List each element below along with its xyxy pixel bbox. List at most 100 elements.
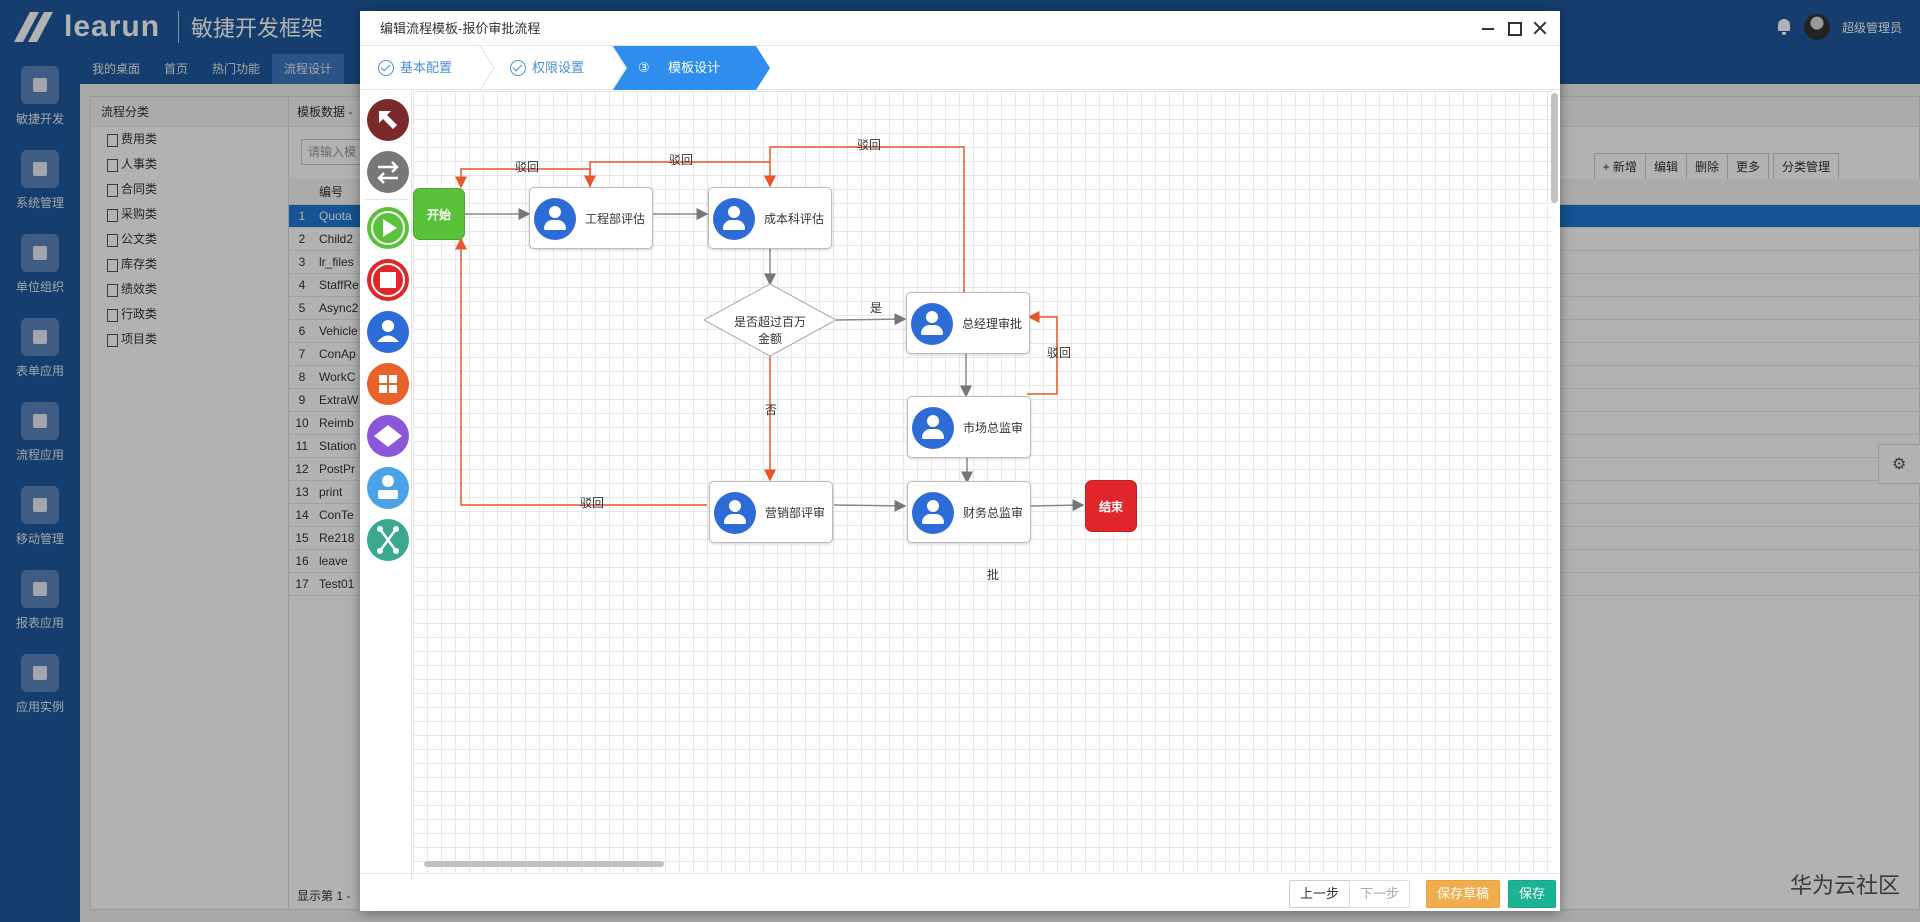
start-node[interactable]: 开始	[413, 188, 465, 240]
node-sales[interactable]: 营销部评审	[709, 481, 833, 543]
edge-sales-fin[interactable]	[833, 499, 907, 512]
palette-divider	[364, 199, 408, 200]
next-button[interactable]: 下一步	[1348, 880, 1410, 908]
row-number: 17	[295, 577, 309, 591]
settings-gear-icon[interactable]	[1878, 444, 1920, 484]
menu-forms[interactable]: 表单应用	[0, 306, 80, 390]
node-gm[interactable]: 总经理审批	[906, 292, 1030, 354]
vertical-scrollbar[interactable]	[1551, 93, 1558, 203]
row-number: 8	[298, 370, 306, 384]
fork-join-icon[interactable]	[367, 519, 409, 561]
category-item[interactable]: 公文类	[91, 227, 361, 252]
edge-label-reject-eng: 驳回	[515, 160, 540, 174]
assign-node-icon[interactable]	[367, 467, 409, 509]
menu-mobile[interactable]: 移动管理	[0, 474, 80, 558]
bell-icon[interactable]	[1776, 18, 1792, 36]
fullscreen-icon[interactable]: ⤢	[1900, 152, 1910, 166]
brand-subtitle: 敏捷开发框架	[178, 11, 323, 43]
row-code: PostPr	[319, 462, 356, 476]
close-icon[interactable]	[1532, 20, 1548, 36]
row-code: Child2	[319, 232, 354, 246]
logo: learun 敏捷开发框架	[14, 10, 323, 44]
start-node-icon[interactable]	[367, 207, 409, 249]
pointer-arrow-icon[interactable]	[367, 99, 409, 141]
category-item[interactable]: 合同类	[91, 177, 361, 202]
node-mkt[interactable]: 市场总监审批	[907, 396, 1031, 497]
step-basic-config[interactable]: 基本配置	[360, 46, 480, 90]
category-item[interactable]: 采购类	[91, 202, 361, 227]
grid-node-icon[interactable]	[367, 363, 409, 405]
nav-tab-hot[interactable]: 热门功能	[212, 62, 261, 76]
row-code: leave	[319, 554, 348, 568]
end-node-icon[interactable]	[367, 259, 409, 301]
save-button[interactable]: 保存	[1507, 880, 1556, 908]
user-node-icon[interactable]	[367, 311, 409, 353]
row-code: Vehicle	[319, 324, 358, 338]
check-circle-icon	[510, 60, 526, 76]
row-code: print	[319, 485, 343, 499]
avatar[interactable]	[1803, 14, 1830, 40]
node-cost[interactable]: 成本科评估	[708, 187, 832, 249]
connector-swap-icon[interactable]	[367, 151, 409, 193]
node-eng[interactable]: 工程部评估	[529, 187, 653, 249]
decision-node-icon[interactable]	[367, 415, 409, 457]
more-button[interactable]: 更多	[1726, 153, 1769, 181]
row-number: 5	[298, 301, 306, 315]
row-code: lr_files	[319, 255, 354, 269]
menu-system[interactable]: 系统管理	[0, 138, 80, 222]
menu-reports[interactable]: 报表应用	[0, 558, 80, 642]
flow-connectors	[455, 146, 1085, 512]
row-code: Quota	[319, 209, 352, 223]
category-item[interactable]: 绩效类	[91, 277, 361, 302]
edge-fin-end[interactable]	[1028, 499, 1085, 512]
row-code: Station	[319, 439, 357, 453]
step-permissions[interactable]: 权限设置	[492, 46, 612, 90]
category-item[interactable]: 行政类	[91, 302, 361, 327]
row-code: Reimb	[319, 416, 354, 430]
edge-mkt-reject[interactable]	[1027, 311, 1058, 395]
flow-canvas[interactable]: 开始 结束 工程部评估 成本科评估 总经理审批 市场总监审批 营销部评审 财务总…	[413, 91, 1553, 873]
save-draft-button[interactable]: 保存草稿	[1425, 880, 1500, 908]
edge-label-reject-cost: 驳回	[669, 153, 694, 167]
category-item[interactable]: 费用类	[91, 127, 361, 152]
category-manage-button[interactable]: 分类管理	[1772, 153, 1839, 181]
nav-tab-flow-design[interactable]: 流程设计	[272, 54, 345, 84]
category-item[interactable]: 项目类	[91, 327, 361, 352]
menu-examples[interactable]: 应用实例	[0, 642, 80, 726]
menu-agile-dev[interactable]: 敏捷开发	[0, 54, 80, 138]
android-icon	[21, 485, 59, 524]
nav-tab-home[interactable]: 首页	[164, 62, 189, 76]
menu-flow[interactable]: 流程应用	[0, 390, 80, 474]
maximize-icon[interactable]	[1506, 20, 1522, 36]
row-code: Async2	[319, 301, 359, 315]
chart-icon	[21, 569, 59, 608]
user-icon	[534, 198, 576, 240]
prev-button[interactable]: 上一步	[1288, 880, 1350, 908]
horizontal-scrollbar[interactable]	[424, 861, 664, 867]
decision-diamond[interactable]	[702, 283, 838, 357]
user-icon	[911, 303, 953, 345]
node-fin[interactable]: 财务总监审批	[907, 481, 1031, 582]
end-node[interactable]: 结束	[1085, 480, 1137, 532]
user-name[interactable]: 超级管理员	[1841, 20, 1902, 35]
edge-decision-gm[interactable]	[835, 313, 907, 326]
edge-label-reject-mkt: 驳回	[1047, 346, 1072, 360]
share-icon	[21, 401, 59, 440]
menu-org[interactable]: 单位组织	[0, 222, 80, 306]
grid-footer: 显示第 1 -	[297, 889, 351, 903]
category-item[interactable]: 库存类	[91, 252, 361, 277]
edge-gm-reject[interactable]	[764, 146, 965, 292]
edge-cost-reject[interactable]	[584, 161, 770, 188]
category-item[interactable]: 人事类	[91, 152, 361, 177]
row-number: 3	[298, 255, 306, 269]
minimize-icon[interactable]	[1480, 20, 1496, 36]
row-number: 1	[298, 209, 306, 223]
edge-sales-reject[interactable]	[455, 237, 707, 506]
col-code[interactable]: 编号	[319, 185, 344, 199]
row-number: 6	[298, 324, 306, 338]
monitor-icon	[21, 149, 59, 188]
modal-title: 编辑流程模板-报价审批流程	[360, 11, 1560, 46]
nav-tab-desktop[interactable]: 我的桌面	[92, 62, 141, 76]
